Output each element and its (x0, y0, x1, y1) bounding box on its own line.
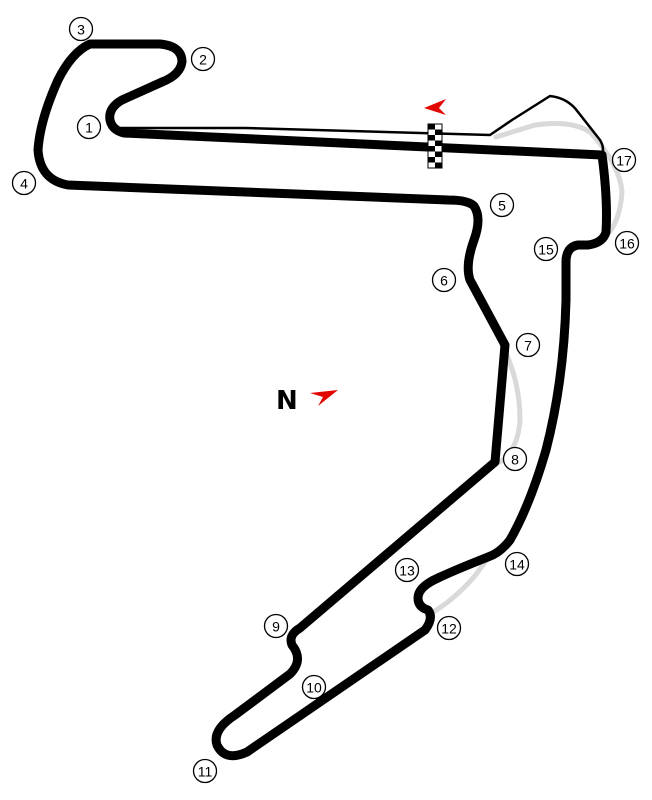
turn-number-label: 6 (440, 273, 448, 289)
turn-marker-circle (502, 446, 528, 472)
turn-marker-4: 4 (11, 170, 37, 196)
turn-marker-14: 14 (504, 551, 530, 577)
turn-marker-circle (436, 615, 462, 641)
turn-marker-16: 16 (614, 230, 640, 256)
turn-number-label: 9 (272, 619, 280, 635)
turn-number-label: 4 (20, 176, 28, 192)
turn-number-label: 1 (85, 120, 93, 136)
turn-marker-circle (76, 114, 102, 140)
turn-number-label: 14 (509, 557, 525, 573)
north-indicator: N (276, 386, 338, 416)
turn-marker-circle (431, 267, 457, 293)
turn-number-label: 7 (524, 338, 532, 354)
turn-marker-2: 2 (190, 46, 216, 72)
turn-number-label: 5 (498, 198, 506, 214)
circuit-track (33, 39, 611, 761)
turn-marker-12: 12 (436, 615, 462, 641)
turn-marker-13: 13 (394, 557, 420, 583)
turn-marker-3: 3 (68, 16, 94, 42)
turn-marker-6: 6 (431, 267, 457, 293)
turn-marker-circle (533, 236, 559, 262)
race-direction-arrow-icon (424, 99, 446, 115)
turn-marker-11: 11 (192, 758, 218, 784)
turn-marker-circle (68, 16, 94, 42)
turn-marker-circle (263, 613, 289, 639)
north-arrow-icon (310, 390, 338, 406)
turn-marker-17: 17 (611, 147, 637, 173)
turn-number-label: 2 (199, 52, 207, 68)
start-finish-line (427, 123, 443, 169)
turn-marker-circle (489, 192, 515, 218)
turn-marker-10: 10 (301, 674, 327, 700)
turn-number-label: 10 (306, 680, 322, 696)
old-layout-section-pit (493, 121, 625, 239)
turn-marker-circle (192, 758, 218, 784)
turn-marker-circle (394, 557, 420, 583)
turn-number-label: 12 (441, 621, 457, 637)
turn-marker-7: 7 (515, 332, 541, 358)
turn-number-label: 13 (399, 563, 415, 579)
turn-number-label: 15 (538, 242, 554, 258)
turn-number-label: 8 (511, 452, 519, 468)
turn-marker-9: 9 (263, 613, 289, 639)
turn-number-label: 16 (619, 236, 635, 252)
turn-marker-15: 15 (533, 236, 559, 262)
turn-number-label: 17 (616, 153, 632, 169)
turn-marker-circle (504, 551, 530, 577)
turn-marker-circle (611, 147, 637, 173)
turn-marker-5: 5 (489, 192, 515, 218)
turn-marker-8: 8 (502, 446, 528, 472)
turn-marker-circle (11, 170, 37, 196)
turn-marker-circle (515, 332, 541, 358)
turn-marker-circle (190, 46, 216, 72)
north-label: N (276, 386, 298, 416)
turn-number-label: 11 (198, 764, 213, 780)
turn-marker-1: 1 (76, 114, 102, 140)
turn-marker-circle (301, 674, 327, 700)
turn-number-label: 3 (77, 22, 85, 38)
turn-marker-circle (614, 230, 640, 256)
start-finish-checkered-flag-icon (427, 123, 443, 169)
